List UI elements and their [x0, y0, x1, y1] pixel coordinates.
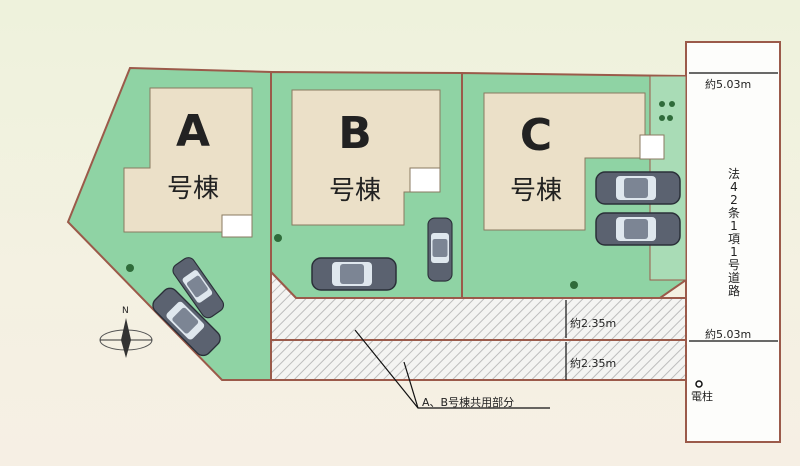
- shared-driveway-strip-1: [270, 269, 687, 341]
- driveway-strip-2-width: 約2.35m: [570, 357, 617, 370]
- road-width-top: 約5.03m: [705, 78, 752, 91]
- building-c-suffix: 号棟: [509, 176, 562, 206]
- car-b1: [311, 257, 397, 291]
- compass-icon: [99, 318, 153, 358]
- road: [685, 41, 781, 443]
- road-width-bottom: 約5.03m: [705, 328, 752, 341]
- car-c2: [595, 212, 681, 246]
- building-b-suffix: 号棟: [328, 176, 381, 206]
- utility-pole-icon: [695, 380, 703, 388]
- car-b2: [427, 217, 453, 282]
- building-b-letter: B: [338, 108, 372, 159]
- road-label: 法42条1項1号道路: [727, 167, 740, 298]
- shared-area-label: A、B号棟共用部分: [422, 396, 515, 409]
- building-a-letter: A: [175, 106, 211, 157]
- car-c1: [595, 171, 681, 205]
- driveway-strip-1-width: 約2.35m: [570, 317, 617, 330]
- utility-pole-label: 電柱: [691, 390, 713, 403]
- compass-north-label: N: [122, 306, 129, 316]
- building-a-suffix: 号棟: [166, 174, 219, 204]
- building-c-letter: C: [519, 110, 553, 161]
- shared-driveway-strip-2: [270, 339, 687, 381]
